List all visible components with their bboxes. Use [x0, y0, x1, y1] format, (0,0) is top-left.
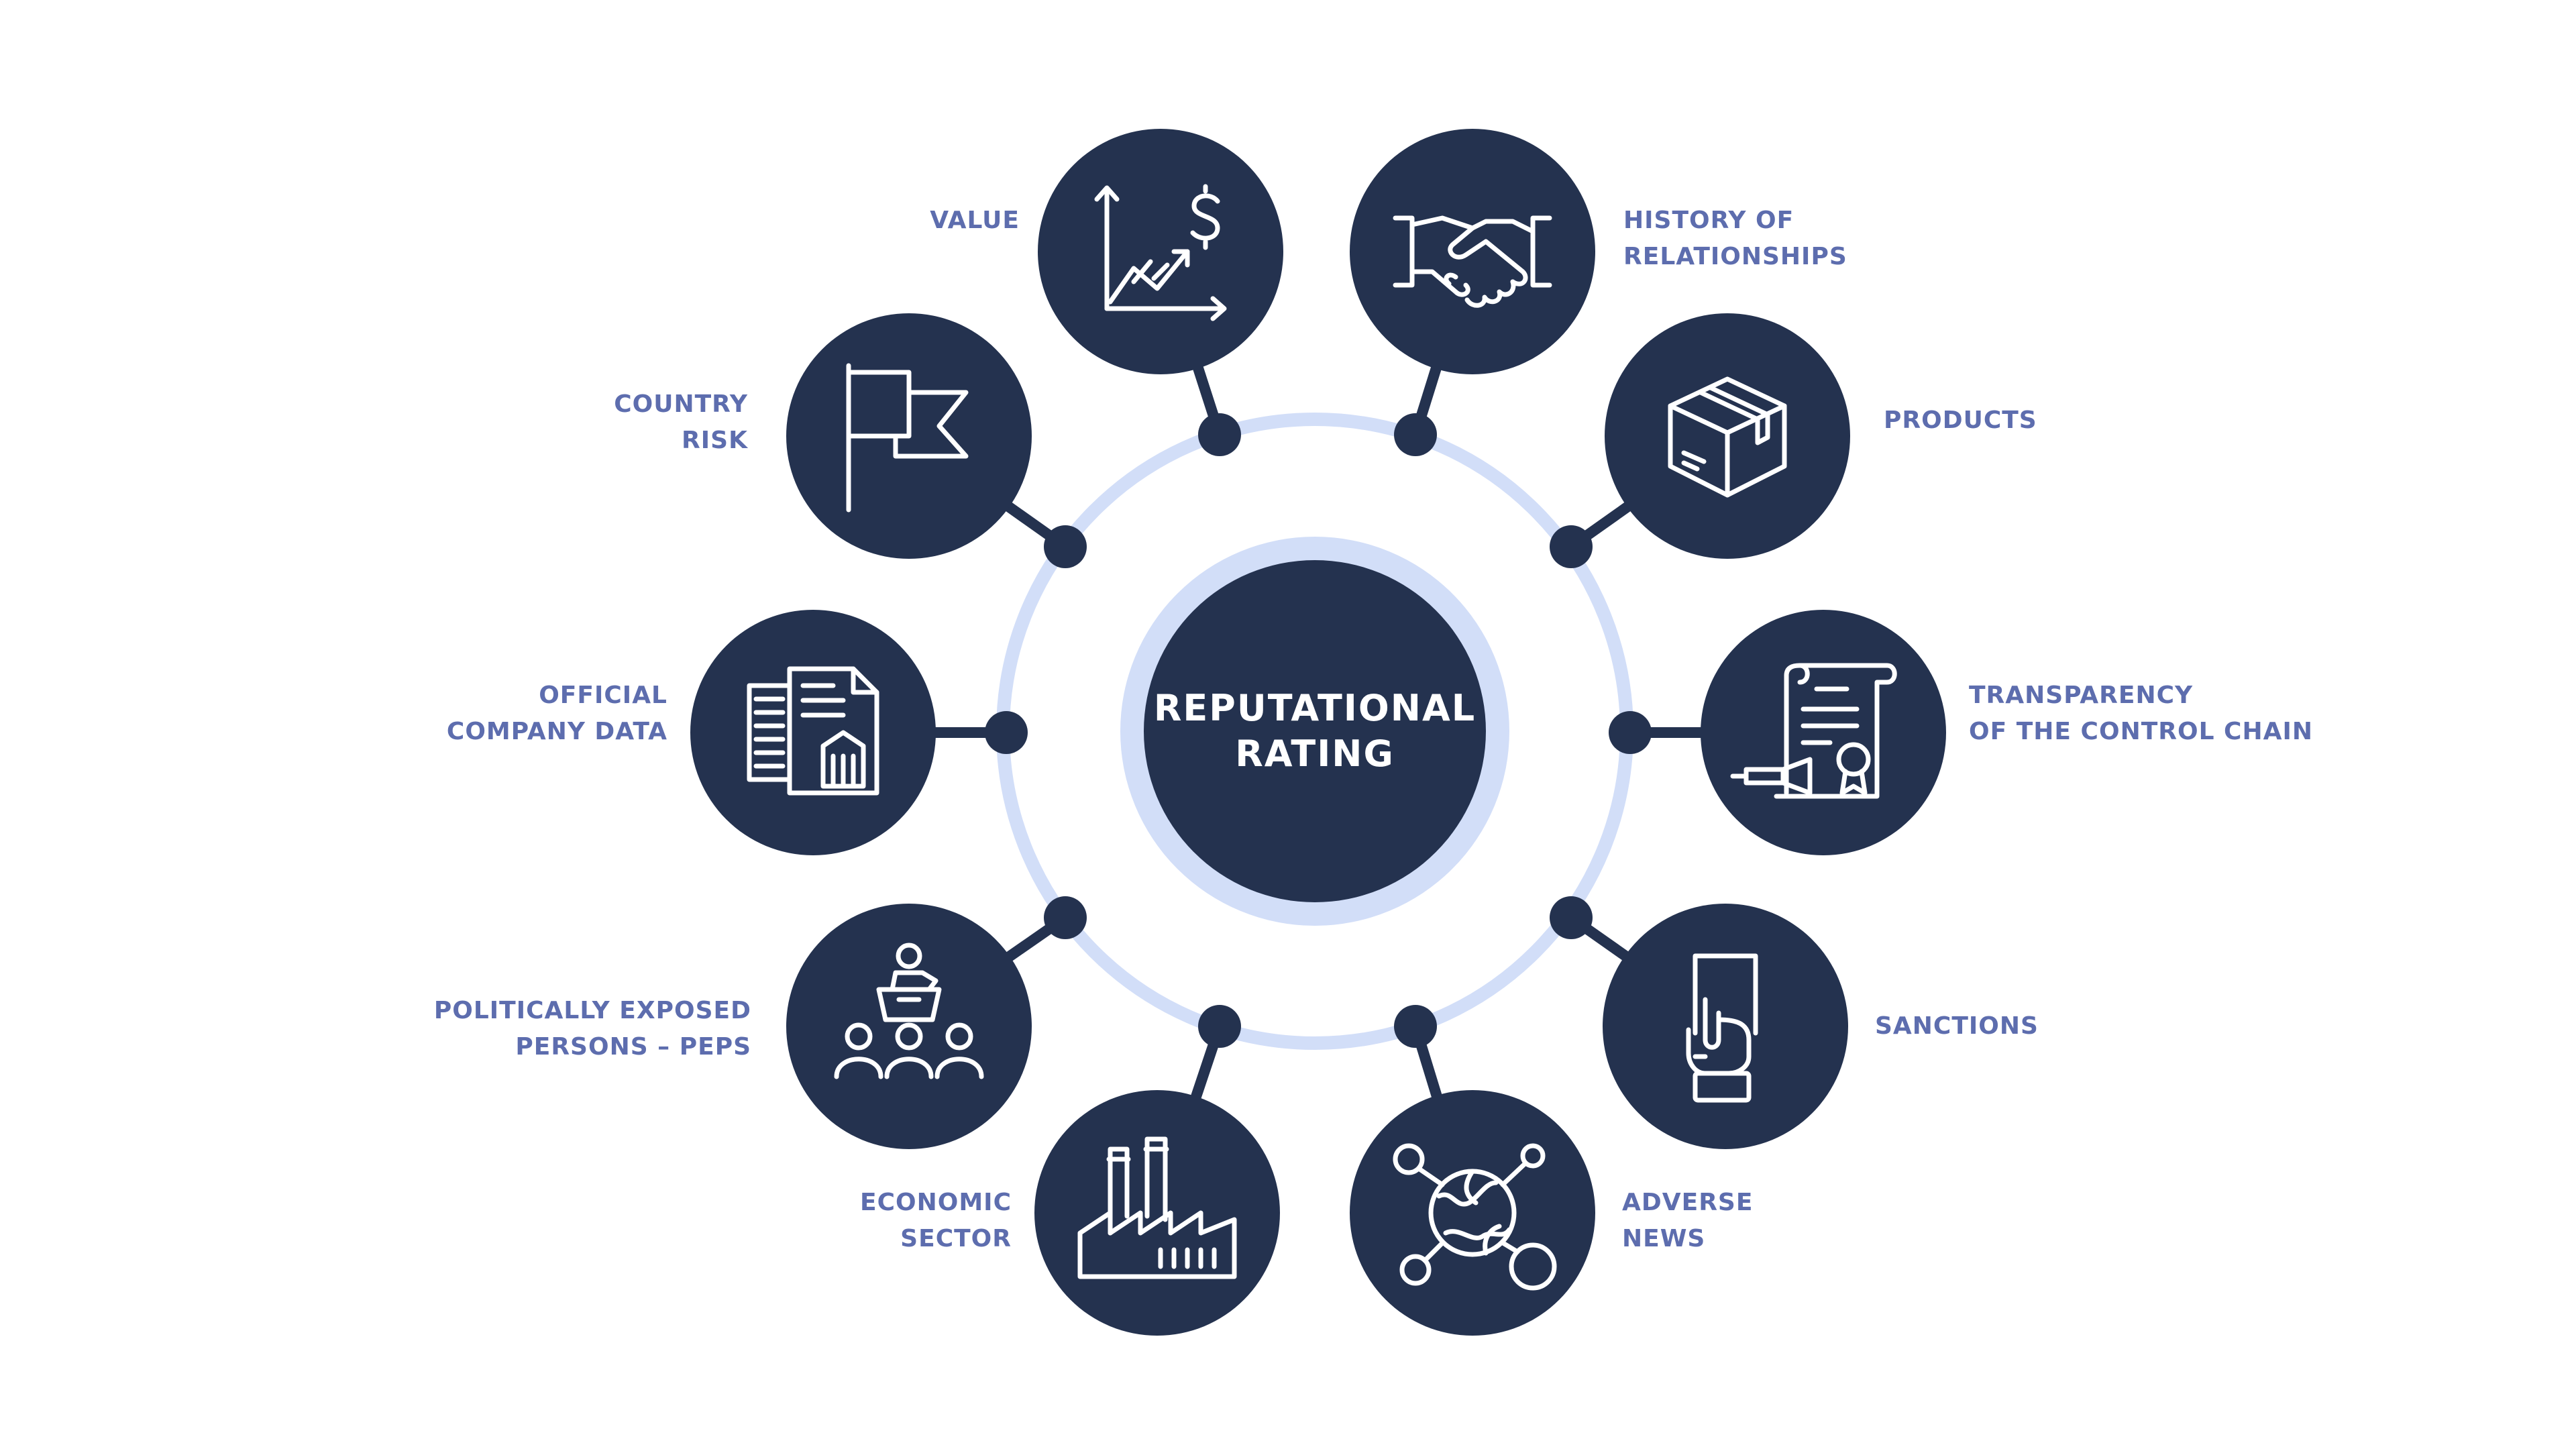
label-transparency-line-1: TRANSPARENCY — [1969, 682, 2194, 709]
label-official-line-1: OFFICIAL — [539, 682, 667, 709]
connector-dot-value — [1198, 413, 1241, 456]
podium-audience-icon — [834, 943, 984, 1079]
label-history-line-2: RELATIONSHIPS — [1623, 243, 1847, 270]
node-transparency — [1701, 610, 1946, 855]
node-adverse — [1350, 1090, 1595, 1336]
node-value — [1038, 129, 1283, 374]
connector-dot-official — [985, 711, 1028, 754]
handshake-icon — [1393, 215, 1552, 308]
center-circle — [1144, 560, 1486, 902]
label-products: PRODUCTS — [1884, 402, 2037, 439]
label-transparency-line-2: OF THE CONTROL CHAIN — [1969, 718, 2313, 745]
company-documents-icon — [747, 666, 879, 796]
connector-dot-adverse — [1394, 1005, 1437, 1048]
hand-card-icon — [1686, 953, 1758, 1103]
node-products — [1605, 313, 1850, 559]
label-economic: ECONOMIC SECTOR — [860, 1185, 1012, 1257]
node-circle-official — [690, 610, 936, 855]
label-history: HISTORY OF RELATIONSHIPS — [1623, 203, 1847, 275]
connector-dot-economic — [1198, 1005, 1241, 1048]
connector-dot-peps — [1044, 896, 1087, 939]
label-sanctions: SANCTIONS — [1875, 1008, 2039, 1044]
center-title-line-1: REPUTATIONAL — [1153, 687, 1477, 729]
label-sanctions-line-1: SANCTIONS — [1875, 1012, 2039, 1040]
connector-dot-history — [1394, 413, 1437, 456]
label-country: COUNTRY RISK — [614, 386, 748, 459]
label-peps: POLITICALLY EXPOSED PERSONS – PEPS — [434, 993, 751, 1065]
label-peps-line-2: PERSONS – PEPS — [515, 1033, 751, 1061]
node-country — [786, 313, 1032, 559]
label-transparency: TRANSPARENCY OF THE CONTROL CHAIN — [1969, 678, 2313, 750]
label-adverse-line-2: NEWS — [1622, 1225, 1706, 1252]
node-sanctions — [1603, 904, 1848, 1149]
node-official — [690, 610, 936, 855]
node-circle-adverse — [1350, 1090, 1595, 1336]
label-value-line-1: VALUE — [930, 207, 1020, 234]
node-history — [1350, 129, 1595, 374]
label-history-line-1: HISTORY OF — [1623, 207, 1794, 234]
box-icon — [1668, 376, 1787, 498]
node-circle-value — [1038, 129, 1283, 374]
label-adverse: ADVERSE NEWS — [1622, 1185, 1753, 1257]
label-economic-line-2: SECTOR — [900, 1225, 1012, 1252]
label-official: OFFICIAL COMPANY DATA — [447, 678, 667, 750]
node-circle-sanctions — [1603, 904, 1848, 1149]
globe-network-icon — [1393, 1143, 1557, 1291]
label-economic-line-1: ECONOMIC — [860, 1189, 1012, 1216]
label-country-line-2: RISK — [682, 427, 748, 454]
node-peps — [786, 904, 1032, 1149]
chart-dollar-icon — [1094, 184, 1227, 321]
node-circle-economic — [1034, 1090, 1280, 1336]
connector-dot-transparency — [1609, 711, 1652, 754]
label-peps-line-1: POLITICALLY EXPOSED — [433, 997, 751, 1024]
label-value: VALUE — [930, 203, 1020, 239]
label-adverse-line-1: ADVERSE — [1622, 1189, 1754, 1216]
center-title: REPUTATIONAL RATING — [1154, 671, 1474, 792]
label-official-line-2: COMPANY DATA — [446, 718, 667, 745]
factory-icon — [1077, 1136, 1237, 1279]
label-products-line-1: PRODUCTS — [1884, 407, 2037, 434]
flag-icon — [846, 363, 969, 513]
node-circle-transparency — [1701, 610, 1946, 855]
certificate-scroll-icon — [1730, 663, 1897, 799]
connector-dot-country — [1044, 525, 1087, 568]
center-title-line-2: RATING — [1235, 733, 1395, 775]
label-country-line-1: COUNTRY — [614, 390, 748, 418]
connector-dot-sanctions — [1550, 896, 1593, 939]
node-economic — [1034, 1090, 1280, 1336]
connector-dot-products — [1550, 525, 1593, 568]
